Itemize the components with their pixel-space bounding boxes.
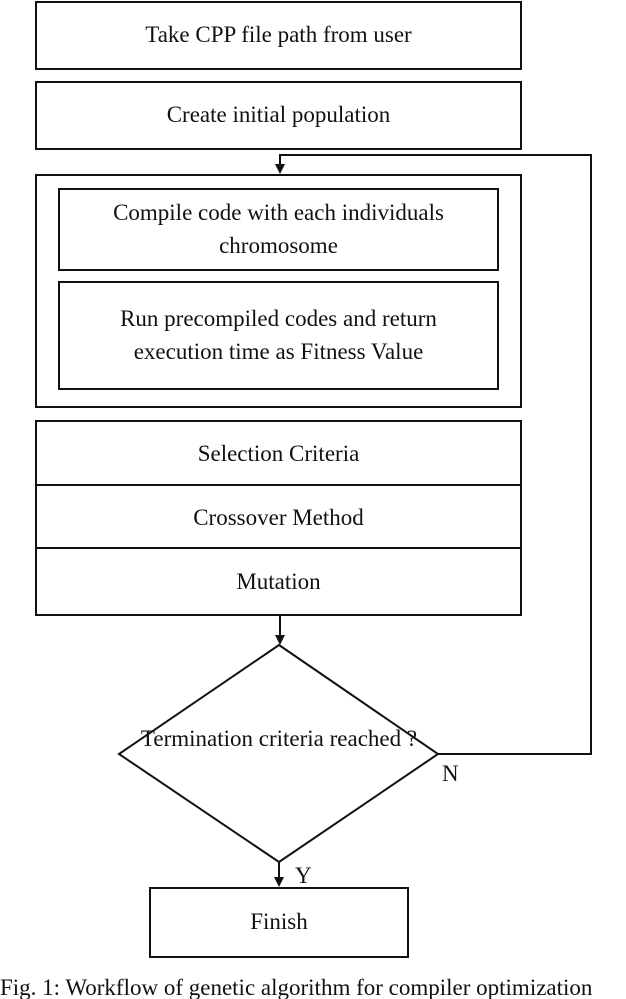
run-codes-label: Run precompiled codes and return executi… (120, 305, 437, 364)
finish-box: Finish (149, 887, 409, 958)
take-file-path-label: Take CPP file path from user (145, 22, 412, 48)
selection-row: Selection Criteria (37, 422, 520, 485)
compile-code-label: Compile code with each individuals chrom… (113, 199, 444, 258)
create-population-label: Create initial population (166, 102, 391, 128)
crossover-label: Crossover Method (193, 504, 364, 530)
mutation-label: Mutation (236, 568, 321, 594)
yes-branch-label: Y (295, 863, 312, 888)
termination-label: Termination criteria reached ? (140, 726, 418, 751)
crossover-row: Crossover Method (37, 486, 520, 549)
take-file-path-box: Take CPP file path from user (35, 1, 522, 70)
loop-back-arrow (275, 154, 592, 755)
operators-divider (37, 484, 520, 486)
run-codes-box: Run precompiled codes and return executi… (58, 281, 499, 390)
no-branch-label: N (442, 761, 459, 786)
operators-divider (37, 547, 520, 549)
compile-code-box: Compile code with each individuals chrom… (58, 188, 499, 271)
selection-label: Selection Criteria (197, 440, 360, 466)
genetic-operators-box: Selection Criteria Crossover Method Muta… (35, 420, 522, 616)
finish-label: Finish (250, 909, 308, 935)
create-population-box: Create initial population (35, 81, 522, 150)
mutation-row: Mutation (37, 549, 520, 614)
